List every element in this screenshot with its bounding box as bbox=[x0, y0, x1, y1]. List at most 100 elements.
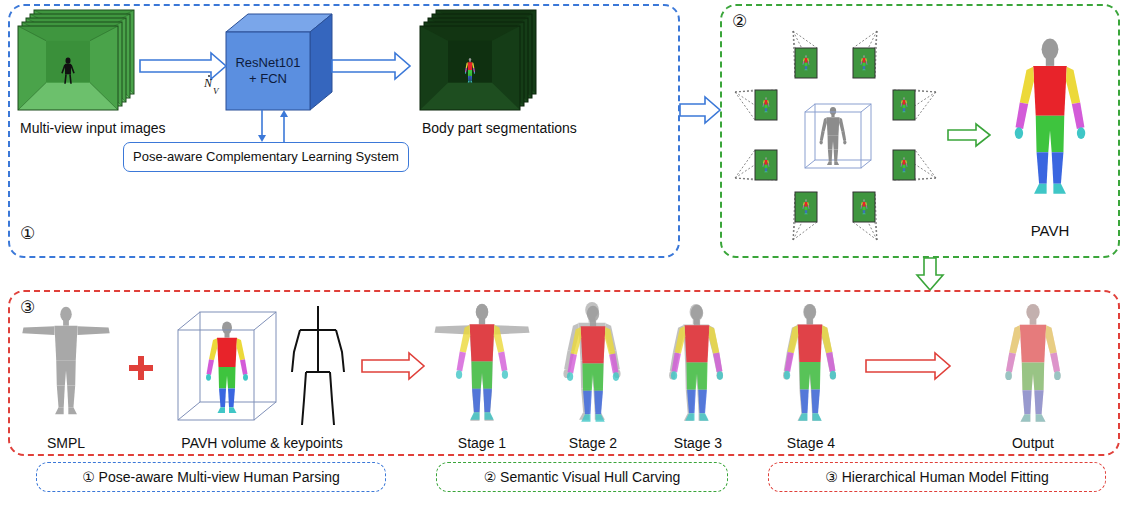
hollow-arrow bbox=[332, 53, 410, 79]
figure-caption: Output bbox=[1012, 435, 1054, 452]
label-slot: Stage 1 bbox=[424, 434, 540, 452]
connector bbox=[362, 353, 424, 379]
output-body bbox=[1005, 304, 1060, 422]
volume-edge bbox=[805, 104, 871, 168]
module-box: Pose-aware Complementary Learning System bbox=[123, 142, 409, 172]
grey-template bbox=[783, 304, 836, 421]
figure: PAVH volume & keypoints bbox=[162, 296, 362, 452]
label-slot: Stage 4 bbox=[756, 434, 866, 452]
connector-line bbox=[283, 117, 285, 142]
box-label: ② Semantic Visual Hull Carving bbox=[484, 469, 681, 486]
symbol-label: N bbox=[204, 76, 212, 90]
seg-image bbox=[420, 26, 520, 110]
network-label: ResNet101 + FCN bbox=[233, 55, 303, 86]
figure: Output bbox=[950, 296, 1116, 452]
connector bbox=[917, 258, 943, 290]
smpl-template bbox=[22, 307, 109, 415]
legend-box: ② Semantic Visual Hull Carving bbox=[436, 462, 728, 492]
module-panel: ① Multi-view input images ResNet101 + FCN P… bbox=[8, 4, 680, 258]
pavh-body bbox=[206, 321, 248, 413]
legend-box: ① Pose-aware Multi-view Human Parsing bbox=[36, 462, 386, 492]
figure-caption: SMPL bbox=[47, 435, 85, 452]
pavh-volume bbox=[178, 312, 276, 420]
connector-line bbox=[261, 110, 263, 135]
hollow-arrow bbox=[362, 353, 424, 379]
figure: Stage 2 bbox=[545, 296, 641, 452]
grey-body bbox=[820, 107, 847, 165]
figure-caption: PAVH volume & keypoints bbox=[181, 435, 342, 452]
label-slot: Multi-view input images bbox=[20, 120, 166, 137]
figure-caption: PAVH bbox=[1031, 222, 1070, 240]
camera-frame bbox=[735, 150, 777, 180]
pavh-body bbox=[671, 305, 723, 421]
callout-number: ③ bbox=[20, 298, 35, 318]
figure-caption: Multi-view input images bbox=[20, 120, 166, 137]
output-body bbox=[1005, 304, 1060, 422]
figure-caption: Stage 2 bbox=[569, 435, 617, 452]
image-frame bbox=[420, 26, 520, 110]
box-label: ③ Hierarchical Human Model Fitting bbox=[825, 469, 1048, 486]
hollow-arrow bbox=[948, 124, 990, 146]
label-slot: N bbox=[204, 76, 212, 90]
figure-caption: Stage 1 bbox=[458, 435, 506, 452]
camera-rig bbox=[735, 31, 936, 240]
camera-frame bbox=[893, 150, 936, 180]
hollow-arrow bbox=[917, 258, 943, 290]
label-slot: Stage 2 bbox=[545, 434, 641, 452]
image-stack: Body part segmentations bbox=[410, 8, 542, 112]
figure: SMPL bbox=[18, 296, 114, 452]
segmentation-stack bbox=[420, 10, 536, 110]
cube-side bbox=[310, 14, 332, 110]
hollow-arrow bbox=[140, 53, 226, 79]
volume-edge bbox=[178, 312, 276, 420]
label-slot: PAVH volume & keypoints bbox=[162, 434, 362, 452]
arrow-head bbox=[280, 110, 288, 117]
figure: PAVH bbox=[1000, 30, 1100, 240]
label-slot: PAVH bbox=[1000, 222, 1100, 240]
camera-frame bbox=[735, 90, 777, 120]
callout-number: ② bbox=[732, 12, 747, 32]
image-frame bbox=[18, 26, 118, 110]
image-stack: Multi-view input images bbox=[16, 8, 140, 112]
label-slot: Body part segmentations bbox=[422, 120, 577, 137]
label-slot: Output bbox=[950, 434, 1116, 452]
figure-caption: Stage 3 bbox=[674, 435, 722, 452]
hollow-arrow bbox=[680, 97, 720, 123]
volume-front bbox=[805, 112, 861, 168]
legend-box: ③ Hierarchical Human Model Fitting bbox=[768, 462, 1106, 492]
network-cube bbox=[207, 14, 332, 110]
input-image-stack bbox=[18, 10, 134, 110]
plus-sign bbox=[129, 356, 153, 380]
pavh-body bbox=[567, 306, 619, 422]
camera-frame bbox=[793, 31, 817, 78]
connector bbox=[140, 53, 226, 79]
callout-number: ① bbox=[20, 224, 35, 244]
figure: Stage 4 bbox=[756, 296, 866, 452]
keypoint-skeleton bbox=[292, 306, 344, 425]
grey-template bbox=[669, 304, 723, 421]
label-slot: ③ bbox=[20, 298, 35, 318]
connector bbox=[680, 97, 720, 123]
label-slot: ResNet101 + FCN bbox=[226, 32, 310, 110]
cube-front bbox=[226, 32, 310, 110]
network-block: ResNet101 + FCN bbox=[226, 14, 332, 110]
pavh-body bbox=[1015, 38, 1086, 193]
label-slot: SMPL bbox=[18, 434, 114, 452]
box-label: ① Pose-aware Multi-view Human Parsing bbox=[82, 469, 340, 486]
volume-front bbox=[178, 330, 254, 420]
figure-caption: Body part segmentations bbox=[422, 120, 577, 137]
module-panel: ③ SMPL PAVH volume & keypoints Stage 1 Stage… bbox=[8, 290, 1120, 456]
arrow-head bbox=[258, 135, 266, 142]
grey-template bbox=[435, 304, 530, 421]
pavh-body bbox=[456, 304, 508, 420]
label-slot: Stage 3 bbox=[652, 434, 744, 452]
camera-frame bbox=[853, 192, 877, 240]
figure: Stage 1 bbox=[424, 296, 540, 452]
figure-caption: Stage 4 bbox=[787, 435, 835, 452]
room-image bbox=[18, 26, 118, 110]
figure: Stage 3 bbox=[652, 296, 744, 452]
pavh-body bbox=[784, 304, 836, 421]
camera-frame bbox=[853, 31, 877, 78]
camera-frame bbox=[893, 90, 936, 120]
